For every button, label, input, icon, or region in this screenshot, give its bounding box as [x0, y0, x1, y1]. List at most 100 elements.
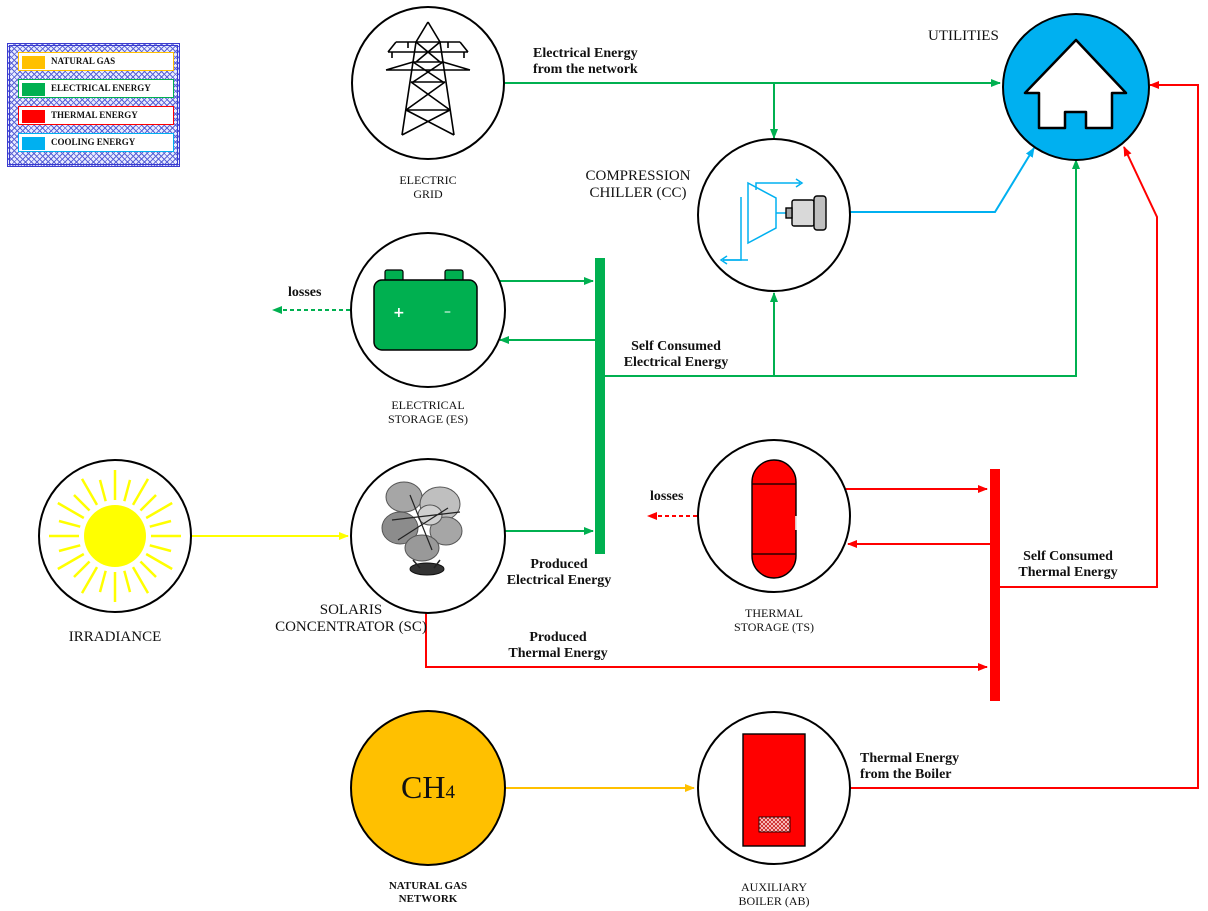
label-line: GRID [413, 187, 443, 201]
compressor-icon [719, 178, 804, 265]
electric-grid-node [351, 6, 505, 160]
sun-ray [73, 494, 91, 512]
produced-thermal-flow [425, 612, 988, 671]
sun-ray [145, 552, 173, 571]
sun-ray [58, 544, 81, 553]
label-line: STORAGE (ES) [387, 412, 469, 426]
label-line: NATURAL GAS [388, 880, 468, 892]
sun-ray [139, 560, 157, 578]
sun-ray [98, 570, 107, 593]
methane-letters: CH [401, 769, 446, 805]
sun-icon [49, 470, 181, 602]
methane-symbol: CH4 [378, 768, 478, 812]
irradiance-label: IRRADIANCE [68, 629, 162, 645]
self-consumed-electrical-label: Self Consumed Electrical Energy [614, 339, 738, 371]
label-line: AUXILIARY [741, 880, 807, 894]
cooling-flow [850, 147, 1035, 213]
legend-item-cooling-energy: COOLING ENERGY [18, 133, 174, 152]
sun-ray [149, 519, 172, 528]
label-line: COMPRESSION [585, 168, 691, 184]
boiler-icon [742, 733, 806, 847]
sun-ray [131, 566, 150, 594]
sun-ray [80, 566, 99, 594]
label-line: Thermal Energy [1018, 565, 1118, 580]
sun-ray [73, 560, 91, 578]
label-line: Thermal Energy [508, 646, 608, 661]
self-consumed-electrical-flow [605, 159, 1080, 377]
thermal-storage-label: THERMAL STORAGE (TS) [714, 606, 834, 634]
label-line: Self Consumed [1023, 549, 1113, 564]
sun-ray [58, 519, 81, 528]
legend-swatch [22, 137, 45, 150]
electrical-storage-label: ELECTRICAL STORAGE (ES) [358, 398, 498, 426]
solaris-concentrator-label: SOLARIS CONCENTRATOR (SC) [266, 602, 436, 636]
sun-ray [145, 501, 173, 520]
battery-plus-sign: + [393, 305, 405, 321]
legend-item-natural-gas: NATURAL GAS [18, 52, 174, 71]
self-consumed-thermal-flow [999, 146, 1158, 588]
label-line: CHILLER (CC) [589, 185, 687, 201]
boiler-to-utilities-flow [850, 81, 1199, 789]
label-line: CONCENTRATOR (SC) [275, 619, 427, 635]
compression-chiller-node [697, 138, 851, 292]
legend-swatch [22, 110, 45, 123]
sun-ray [123, 479, 132, 502]
legend-label: ELECTRICAL ENERGY [51, 83, 151, 93]
sun-ray [57, 552, 85, 571]
legend-swatch [22, 83, 45, 96]
auxiliary-boiler-node [697, 711, 851, 865]
produced-electrical-label: Produced Electrical Energy [497, 557, 621, 589]
label-line: ELECTRICAL [391, 398, 465, 412]
label-line: Produced [530, 557, 588, 572]
label-line: NETWORK [398, 893, 458, 905]
sun-ray [123, 570, 132, 593]
label-line: Electrical Energy [506, 573, 612, 588]
label-line: Self Consumed [631, 339, 721, 354]
dish-concentrator-icon [381, 481, 463, 576]
sun-ray [131, 478, 150, 506]
self-consumed-thermal-label: Self Consumed Thermal Energy [1006, 549, 1130, 581]
label-line: Produced [529, 630, 587, 645]
electrical-storage-node [350, 232, 506, 388]
legend-swatch [22, 56, 45, 69]
ts-losses-label: losses [650, 489, 684, 504]
electrical-bus-bar [595, 258, 605, 554]
motor-icon [785, 195, 827, 231]
es-losses-label: losses [288, 285, 322, 300]
grid-energy-label: Electrical Energy from the network [533, 46, 638, 78]
utilities-label: UTILITIES [928, 28, 999, 44]
battery-minus-sign: – [444, 304, 451, 320]
thermal-bus-bar [990, 469, 1000, 701]
legend-item-electrical-energy: ELECTRICAL ENERGY [18, 79, 174, 98]
battery-icon [373, 269, 478, 351]
sun-ray [149, 544, 172, 553]
utilities-node [1002, 13, 1150, 161]
sun-ray [57, 501, 85, 520]
sun-ray [98, 479, 107, 502]
thermal-storage-node [697, 439, 851, 593]
legend-item-thermal-energy: THERMAL ENERGY [18, 106, 174, 125]
natural-gas-label: NATURAL GAS NETWORK [358, 880, 498, 906]
transmission-tower-icon [385, 21, 471, 136]
methane-subscript: 4 [445, 782, 455, 803]
legend-label: COOLING ENERGY [51, 137, 136, 147]
label-line: from the network [533, 62, 638, 77]
label-line: THERMAL [745, 606, 803, 620]
natural-gas-node [350, 710, 506, 866]
label-line: SOLARIS [319, 602, 383, 618]
produced-thermal-label: Produced Thermal Energy [496, 630, 620, 662]
label-line: ELECTRIC [399, 173, 457, 187]
irradiance-node [38, 459, 192, 613]
label-line: from the Boiler [860, 767, 952, 782]
boiler-energy-label: Thermal Energy from the Boiler [860, 751, 959, 783]
label-line: Electrical Energy [623, 355, 729, 370]
sun-ray [139, 494, 157, 512]
tank-icon [751, 459, 797, 579]
label-line: Thermal Energy [860, 751, 960, 766]
electric-grid-label: ELECTRIC GRID [368, 173, 488, 201]
compression-chiller-label: COMPRESSION CHILLER (CC) [578, 168, 698, 202]
sun-ray [80, 478, 99, 506]
legend: NATURAL GAS ELECTRICAL ENERGY THERMAL EN… [7, 43, 180, 167]
